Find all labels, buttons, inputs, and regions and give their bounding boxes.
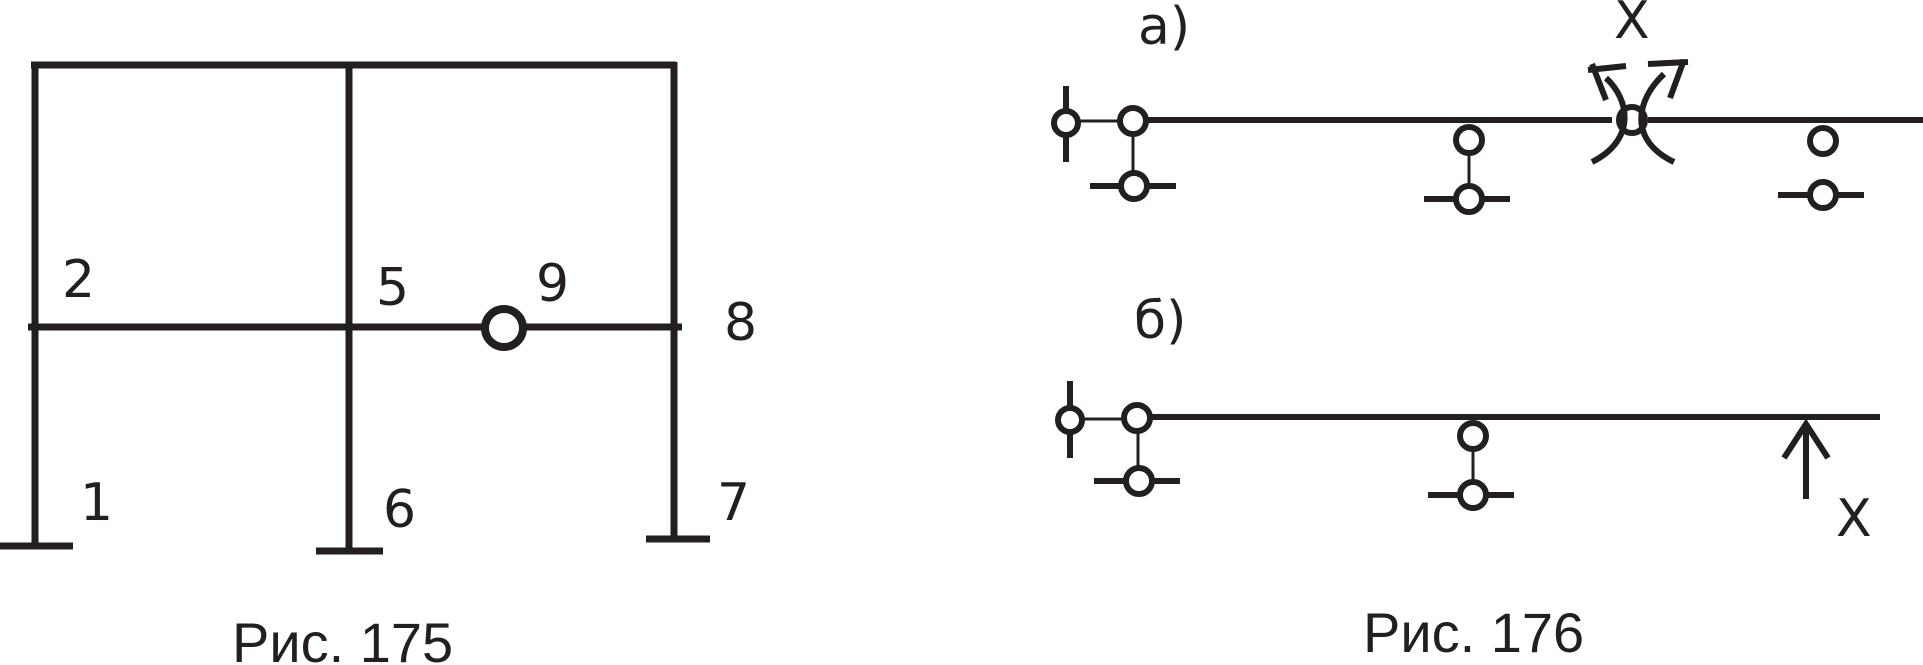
node-label-6: 6 <box>383 480 416 540</box>
hinge-a-left-beam <box>1117 105 1149 137</box>
hinge-a-left-ground <box>1118 170 1150 202</box>
part-b-label: б) <box>1134 291 1186 351</box>
hinge-a-right-bottom <box>1807 179 1839 211</box>
hinge-b-middle-top <box>1457 420 1489 452</box>
node-label-7: 7 <box>717 473 750 533</box>
force-x-arrowhead <box>1781 418 1831 460</box>
hinge-b-left-ground <box>1123 465 1155 497</box>
hinge-b-left-beam <box>1121 402 1153 434</box>
hinge-a-left-outer <box>1051 108 1081 138</box>
unknown-x-a: X <box>1614 0 1650 51</box>
moment-arrow-right <box>1638 71 1676 165</box>
hinge-a-middle-bottom <box>1453 183 1485 215</box>
moment-arrowhead-left <box>1587 62 1627 102</box>
figure-175: 1 2 5 6 7 8 9 Рис. 175 <box>0 61 757 665</box>
moment-arrowhead-right <box>1647 58 1689 100</box>
node-label-5: 5 <box>376 258 409 318</box>
moment-arrow-left <box>1590 75 1628 165</box>
hinge-a-right-top <box>1807 125 1839 157</box>
hinge-9 <box>481 305 527 351</box>
node-label-2: 2 <box>62 250 95 310</box>
caption-175: Рис. 175 <box>232 611 453 665</box>
node-label-8: 8 <box>724 293 757 353</box>
node-label-1: 1 <box>80 473 113 533</box>
hinge-a-middle-top <box>1453 124 1485 156</box>
hinge-b-middle-bottom <box>1457 479 1489 511</box>
figure-176a: а) X <box>1051 0 1923 215</box>
hinge-b-left-outer <box>1055 405 1085 435</box>
part-a-label: а) <box>1138 0 1190 57</box>
node-label-9: 9 <box>536 254 569 314</box>
unknown-x-b: X <box>1836 489 1872 549</box>
caption-176: Рис. 176 <box>1363 601 1584 664</box>
figure-176b: б) X <box>1055 291 1880 549</box>
